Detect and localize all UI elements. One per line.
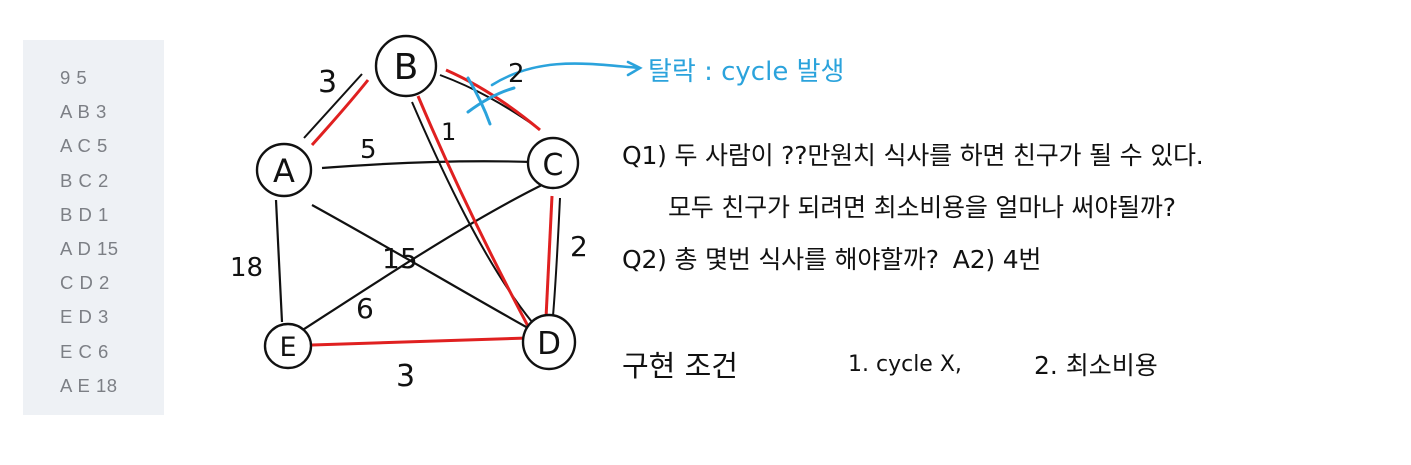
weight-label-a-c: 5 (360, 135, 377, 165)
edge-b-d (416, 95, 532, 331)
input-line: E D 3 (60, 306, 109, 328)
node-b: B (374, 34, 438, 98)
input-line: A D 15 (60, 238, 119, 260)
question-1-line-2: 모두 친구가 되려면 최소비용을 얼마나 써야될까? (668, 193, 1176, 222)
node-label: A (273, 152, 295, 190)
question-2-text: Q2) 총 몇번 식사를 해야할까? (622, 245, 939, 274)
edge-c-d-outline (552, 197, 561, 317)
node-d: D (521, 313, 577, 371)
answer-2: A2) 4번 (952, 245, 1042, 274)
input-line: A B 3 (60, 101, 107, 123)
input-line: 9 5 (60, 67, 88, 88)
edge-a-d (311, 204, 529, 329)
input-line: A C 5 (60, 135, 108, 157)
weight-label-c-d: 2 (570, 230, 588, 263)
node-a: A (255, 142, 313, 198)
input-code-panel: 9 5 A B 3 A C 5 B C 2 B D 1 A D 15 C D 2… (23, 40, 164, 415)
weight-label-a-e: 18 (230, 253, 263, 283)
reject-cross-mark (466, 76, 516, 126)
node-c: C (526, 136, 580, 190)
edge-a-b (310, 79, 370, 147)
input-line: B D 1 (60, 203, 109, 225)
question-1-line-1: Q1) 두 사람이 ??만원치 식사를 하면 친구가 될 수 있다. (622, 141, 1204, 170)
edge-c-d (544, 195, 554, 319)
question-2: Q2) 총 몇번 식사를 해야할까? A2) 4번 (622, 240, 1041, 276)
conditions-title: 구현 조건 (622, 349, 738, 383)
condition-item-1: 1. cycle X, (848, 352, 962, 377)
input-line: B C 2 (60, 169, 109, 191)
node-label: B (394, 47, 419, 88)
weight-label-b-c: 2 (508, 59, 525, 89)
input-line: C D 2 (60, 272, 110, 294)
edge-a-b-outline (303, 73, 363, 139)
cycle-annotation: 탈락 : cycle 발생 (648, 57, 844, 87)
weight-label-a-d: 15 (382, 242, 418, 275)
weight-label-b-d: 1 (441, 118, 456, 146)
annotation-arrow (490, 60, 643, 87)
edge-a-e (274, 199, 284, 323)
node-label: D (537, 326, 561, 362)
node-label: C (543, 148, 564, 183)
node-label: E (279, 332, 296, 363)
edge-e-c (297, 181, 549, 334)
weight-label-a-b: 3 (318, 65, 337, 100)
edge-a-c (321, 160, 533, 170)
weight-label-e-d: 3 (396, 359, 415, 394)
weight-label-e-c: 6 (356, 292, 374, 325)
node-e: E (263, 322, 313, 370)
input-line: E C 6 (60, 340, 109, 362)
graph-diagram: B A C D E 3 5 2 1 15 2 3 6 18 탈락 : cycle… (230, 34, 844, 394)
condition-item-2: 2. 최소비용 (1034, 351, 1158, 380)
edge-e-d (311, 336, 529, 347)
input-line: A E 18 (60, 374, 118, 396)
